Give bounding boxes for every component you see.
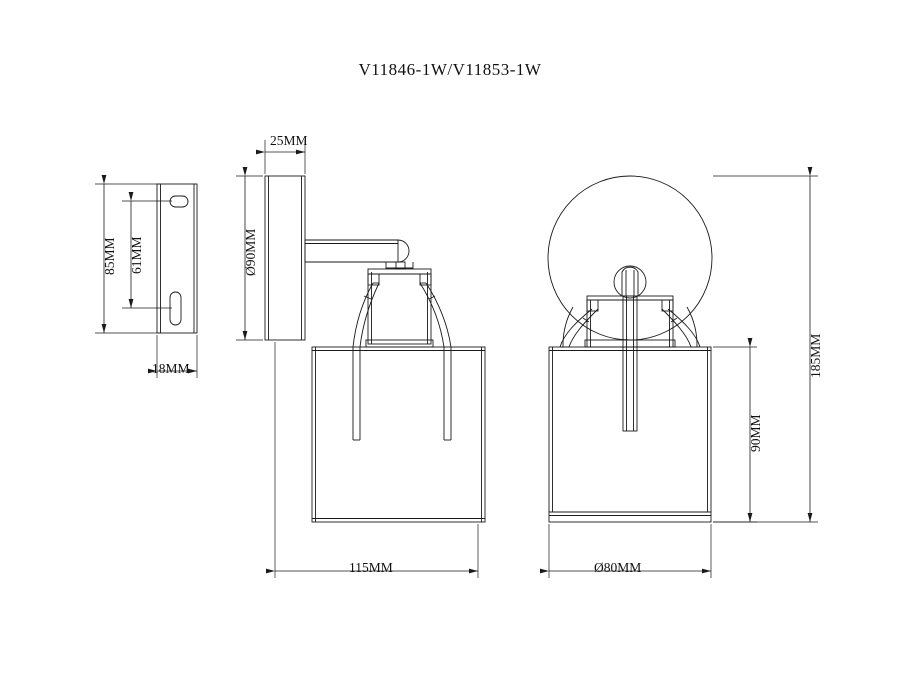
left-view-extension-lines [95,183,198,378]
page-title: V11846-1W/V11853-1W [358,60,542,79]
right-view-extension-lines [548,175,818,578]
fixture-front-view [547,175,713,523]
center-view-dimension-lines [242,149,478,574]
dimension-label-bracket-width: 18MM [152,361,190,376]
dimension-label-backplate-depth: 25MM [270,133,308,148]
right-view-dimension-lines [540,167,813,574]
dimension-label-shade-diameter: Ø80MM [594,560,642,575]
left-view-dimension-lines [101,175,197,374]
mounting-plate-side-view [156,183,198,334]
dimension-label-backplate-diameter: Ø90MM [243,228,258,276]
dimension-label-overall-height: 185MM [808,333,823,378]
fixture-side-view [264,175,486,523]
dimension-label-hole-spacing: 61MM [129,236,144,274]
dimension-label-bracket-height: 85MM [102,237,117,275]
dimension-label-overall-depth: 115MM [349,560,393,575]
dimension-label-shade-height: 90MM [748,414,763,452]
center-view-extension-lines [236,140,479,578]
